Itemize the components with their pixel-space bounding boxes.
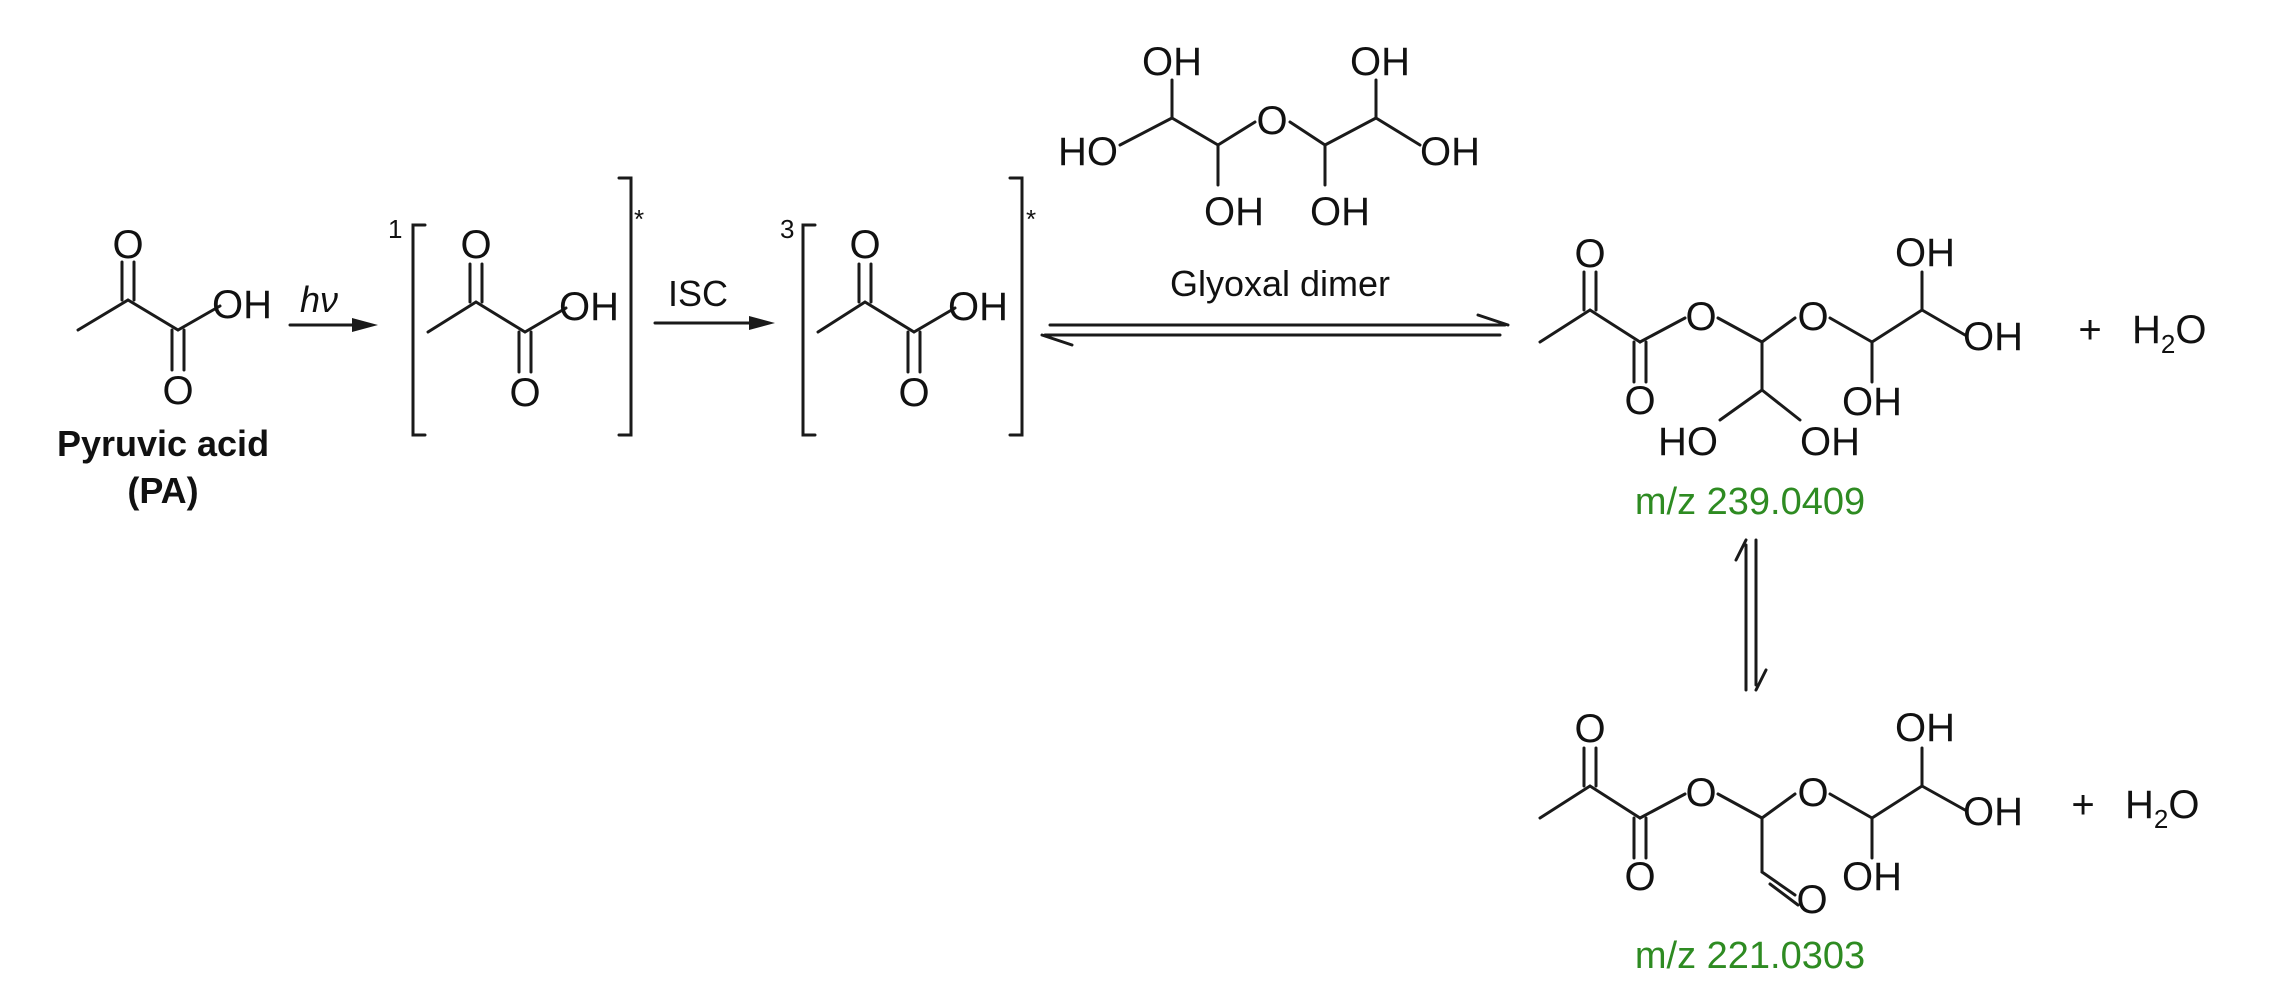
dehydration-equilibrium-arrow [1734, 538, 1768, 692]
p2-hydroxyl: OH [1842, 855, 1902, 899]
singlet-backbone-bond [426, 300, 568, 334]
isc-label: ISC [668, 273, 728, 314]
left-bracket [411, 223, 427, 437]
singlet-carbonyl-oxygen: O [509, 371, 540, 415]
singlet-multiplicity: 1 [388, 214, 402, 244]
pa-abbrev: (PA) [127, 470, 198, 511]
p2-carbonyl-oxygen: O [1624, 855, 1655, 899]
p1-hydroxyl: HO [1658, 420, 1718, 464]
p1-water: H2O [2132, 308, 2206, 359]
dimer-hydroxyl: OH [1310, 190, 1370, 234]
singlet-excited-pa: 1 * O OH O [388, 176, 644, 437]
excited-star: * [634, 204, 644, 234]
dimer-hydroxyl: OH [1420, 130, 1480, 174]
p1-carbonyl-oxygen: O [1624, 379, 1655, 423]
dimer-hydroxyl: OH [1204, 190, 1264, 234]
triplet-carbonyl-oxygen: O [898, 371, 929, 415]
pa-backbone-bond [76, 298, 222, 332]
p2-hydroxyl: OH [1895, 706, 1955, 750]
p1-hydroxyl: OH [1800, 420, 1860, 464]
p2-mz-label: m/z 221.0303 [1635, 935, 1865, 977]
pa-keto-oxygen: O [112, 223, 143, 267]
product-239-structure: O O O O OH OH OH HO OH + H2O m/z 239.040… [1538, 231, 2206, 523]
isc-arrow: ISC [653, 273, 775, 330]
photoexcitation-arrow: hν [288, 279, 378, 332]
dimer-hydroxyl: OH [1142, 40, 1202, 84]
p2-keto-oxygen: O [1574, 707, 1605, 751]
glyoxal-addition-equilibrium-arrow: Glyoxal dimer [1040, 263, 1510, 347]
triplet-excited-pa: 3 * O OH O [780, 176, 1036, 437]
pa-name: Pyruvic acid [57, 423, 269, 464]
singlet-keto-oxygen: O [460, 223, 491, 267]
p2-ester-oxygen: O [1685, 771, 1716, 815]
right-bracket [617, 176, 633, 437]
p1-mz-label: m/z 239.0409 [1635, 481, 1865, 523]
p2-water: H2O [2125, 783, 2199, 834]
hv-label: hν [300, 279, 338, 320]
p1-hydroxyl: OH [1895, 231, 1955, 275]
p2-aldehyde-oxygen: O [1796, 878, 1827, 922]
pa-carbonyl-oxygen: O [162, 369, 193, 413]
singlet-hydroxyl: OH [559, 285, 619, 329]
glyoxal-dimer-structure: OH OH HO O OH OH OH [1058, 40, 1480, 234]
triplet-keto-oxygen: O [849, 223, 880, 267]
triplet-hydroxyl: OH [948, 285, 1008, 329]
left-bracket [801, 223, 817, 437]
dimer-hydroxyl: OH [1350, 40, 1410, 84]
product-221-structure: O O O O O OH OH OH + H2O m/z 221.0303 [1538, 706, 2199, 977]
p1-plus-sign: + [2078, 308, 2101, 352]
right-bracket [1008, 176, 1024, 437]
p1-hydroxyl: OH [1842, 380, 1902, 424]
p2-plus-sign: + [2071, 783, 2094, 827]
dimer-hydroxyl: HO [1058, 130, 1118, 174]
excited-star: * [1026, 204, 1036, 234]
p1-ester-oxygen: O [1685, 295, 1716, 339]
triplet-backbone-bond [816, 300, 957, 334]
p1-keto-oxygen: O [1574, 232, 1605, 276]
triplet-multiplicity: 3 [780, 214, 794, 244]
dimer-ether-oxygen: O [1256, 99, 1287, 143]
p2-ether-oxygen: O [1797, 771, 1828, 815]
glyoxal-dimer-label: Glyoxal dimer [1170, 263, 1390, 304]
pyruvic-acid-structure: O OH O Pyruvic acid (PA) [57, 223, 272, 511]
pa-hydroxyl: OH [212, 283, 272, 327]
p1-hydroxyl: OH [1963, 315, 2023, 359]
p1-ether-oxygen: O [1797, 295, 1828, 339]
p2-hydroxyl: OH [1963, 790, 2023, 834]
